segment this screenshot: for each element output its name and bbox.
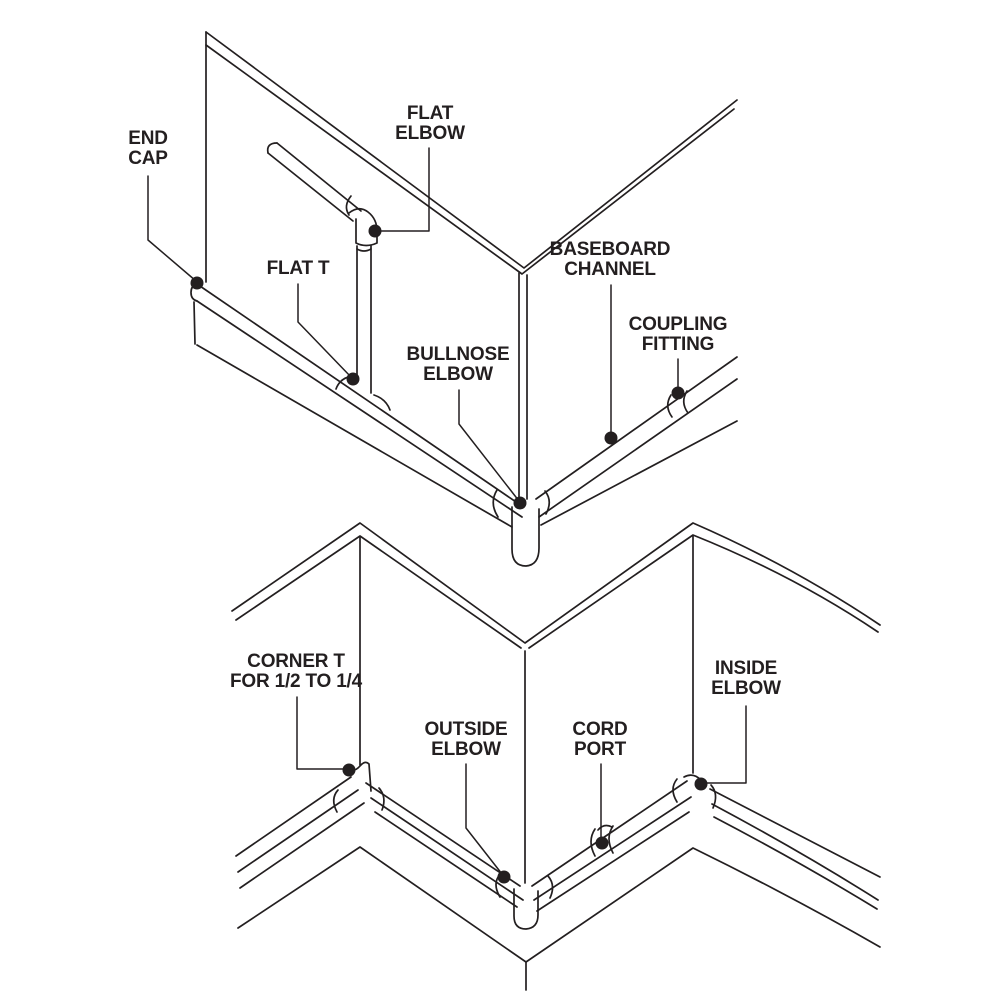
right-channel-top [535, 356, 738, 500]
label-flat-t: FLAT T [267, 259, 330, 279]
arm3-channel-face [536, 811, 690, 912]
diagonal-channel-end-cap [266, 142, 278, 154]
arm4-channel-face [713, 816, 878, 910]
arm2-channel-top [365, 782, 521, 887]
bullnose-socket-left [492, 489, 499, 518]
arm2-channel-face [374, 811, 518, 908]
label-outside-elbow-line1: OUTSIDE [424, 719, 508, 740]
baseboard-channel-dot [604, 431, 618, 445]
bullnose-socket-right [544, 490, 551, 515]
label-inside-elbow-line2: ELBOW [711, 678, 781, 699]
label-end-cap-line1: END [128, 128, 168, 149]
label-cord-port: CORD PORT [572, 720, 627, 760]
left-channel-face-bottom [196, 344, 513, 528]
corner-t-ring-right [378, 787, 385, 811]
left-channel-mid [196, 300, 523, 518]
label-outside-elbow-line2: ELBOW [431, 739, 501, 760]
inside-elbow-leader [704, 705, 747, 784]
flat-t-flare-right [373, 394, 391, 411]
label-flat-elbow: FLAT ELBOW [395, 104, 465, 144]
top-view-baseboard-channel [190, 283, 738, 567]
label-inside-elbow: INSIDE ELBOW [711, 659, 781, 699]
top-view-walls [205, 31, 738, 501]
coupling-fitting-dot [671, 386, 685, 400]
diagonal-channel-lower-edge [267, 152, 354, 222]
leader-dots [190, 224, 708, 884]
flat-t-leader [297, 283, 352, 378]
left-channel-top [196, 283, 520, 505]
end-cap-dot [190, 276, 204, 290]
flat-elbow-leader [377, 147, 430, 232]
coupling-fitting-ring-a [666, 394, 673, 418]
outside-elbow-dot [497, 870, 511, 884]
flat-elbow-dot [368, 224, 382, 238]
label-bullnose-elbow: BULLNOSE ELBOW [407, 345, 510, 385]
label-coupling-fitting-line1: COUPLING [628, 314, 728, 335]
label-end-cap: END CAP [128, 129, 168, 169]
corner-t-leader [296, 696, 348, 770]
label-flat-elbow-line1: FLAT [406, 103, 454, 124]
label-corner-t: CORNER T FOR 1/2 TO 1/4 [230, 652, 362, 692]
outside-elbow-leader [465, 763, 503, 875]
bullnose-elbow-dot [513, 496, 527, 510]
end-cap-leader [147, 175, 197, 282]
leader-lines [147, 147, 747, 875]
zigzag-wall-top-inner-left [235, 535, 522, 649]
floor-edge [237, 846, 881, 963]
inside-elbow-ring-right [710, 784, 717, 809]
corner-t-ring-left [332, 789, 339, 813]
corner-t-dot [342, 763, 356, 777]
outside-elbow-face [513, 888, 539, 930]
label-bullnose-elbow-line2: ELBOW [423, 364, 493, 385]
cord-port-dot [595, 836, 609, 850]
inside-elbow-ring-left [672, 778, 678, 803]
cord-port-notch [597, 824, 613, 831]
arm2-channel-mid [370, 797, 524, 901]
arm3-channel-mid [533, 796, 692, 901]
outside-elbow-ring-right [547, 875, 554, 899]
right-channel-mid [538, 378, 738, 518]
vertical-channel-socket-rim [356, 248, 372, 252]
label-end-cap-line2: CAP [128, 148, 168, 169]
arm4-channel-mid [711, 803, 879, 901]
label-baseboard-channel-line2: CHANNEL [564, 259, 656, 280]
label-cord-port-line1: CORD [572, 719, 628, 740]
arm1-channel-face [239, 802, 365, 889]
label-baseboard-channel: BASEBOARD CHANNEL [550, 240, 671, 280]
zigzag-wall-top-outer [231, 522, 881, 644]
label-outside-elbow: OUTSIDE ELBOW [424, 720, 507, 760]
arm4-channel-top [709, 788, 881, 878]
right-channel-face-bottom [540, 420, 738, 526]
label-coupling-fitting: COUPLING FITTING [629, 315, 728, 355]
label-coupling-fitting-line2: FITTING [641, 334, 715, 355]
cord-port-ring-a [590, 828, 596, 857]
label-baseboard-channel-line1: BASEBOARD [549, 239, 671, 260]
bottom-view-walls [231, 522, 881, 884]
label-corner-t-line2: FOR 1/2 TO 1/4 [229, 671, 363, 692]
coupling-fitting-ring-b [682, 390, 689, 414]
arm1-channel-top [235, 776, 352, 857]
flat-t-dot [346, 372, 360, 386]
wall-top-edge-outer [205, 31, 738, 269]
flat-elbow-socket-rim [345, 195, 352, 216]
end-cap-shape [190, 283, 198, 345]
bullnose-elbow-face [511, 506, 540, 567]
bottom-view-baseboard-channel [235, 761, 881, 991]
label-bullnose-elbow-line1: BULLNOSE [406, 344, 510, 365]
bullnose-elbow-leader [458, 389, 520, 502]
cord-port-ring-b [608, 825, 614, 854]
diagonal-channel-upper-edge [276, 142, 362, 212]
label-corner-t-line1: CORNER T [247, 651, 345, 672]
label-flat-t-line1: FLAT T [266, 258, 330, 279]
arm1-channel-mid [237, 789, 359, 873]
zigzag-wall-top-inner-right [528, 534, 879, 649]
label-inside-elbow-line1: INSIDE [714, 658, 778, 679]
wall-top-edge-inner [205, 44, 735, 275]
label-flat-elbow-line2: ELBOW [395, 123, 465, 144]
inside-elbow-dot [694, 777, 708, 791]
label-cord-port-line2: PORT [574, 739, 626, 760]
